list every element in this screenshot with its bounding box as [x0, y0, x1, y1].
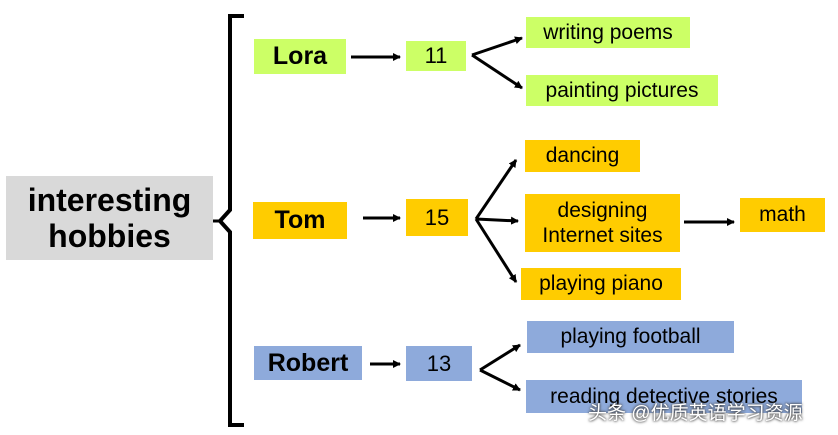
age-robert: 13 [406, 346, 472, 381]
arrow-robert-hobby-1 [479, 343, 521, 372]
arrow-lora-hobby-2 [471, 53, 523, 90]
root-line-2: hobbies [48, 218, 171, 254]
arrow-tom-hobby-1 [474, 159, 518, 220]
hobby-designing-internet-sites: designing Internet sites [525, 194, 680, 252]
hobby-math: math [740, 198, 825, 232]
person-robert: Robert [254, 346, 362, 380]
arrow-robert-hobby-2 [479, 368, 521, 392]
hobby-playing-piano: playing piano [521, 268, 681, 300]
person-tom: Tom [253, 202, 347, 239]
root-line-1: interesting [27, 182, 192, 218]
watermark: 头条 @优质英语学习资源 [588, 403, 803, 424]
arrow-lora-hobby-1 [471, 36, 523, 57]
hobby-reading-detective-stories: reading detective stories [526, 380, 802, 413]
person-lora: Lora [254, 39, 346, 74]
age-tom: 15 [406, 199, 468, 236]
arrow-tom-hobby-2 [475, 216, 519, 225]
hobby-line-2: Internet sites [542, 224, 663, 247]
brace [217, 14, 244, 427]
hobby-line-1: designing [557, 199, 648, 222]
arrow-tom-hobby-3 [474, 218, 518, 283]
age-lora: 11 [406, 41, 466, 71]
hobby-dancing: dancing [525, 140, 640, 172]
hobby-writing-poems: writing poems [526, 17, 690, 48]
hobby-playing-football: playing football [527, 321, 734, 353]
hobby-painting-pictures: painting pictures [526, 75, 718, 106]
root-node: interesting hobbies [6, 176, 213, 260]
